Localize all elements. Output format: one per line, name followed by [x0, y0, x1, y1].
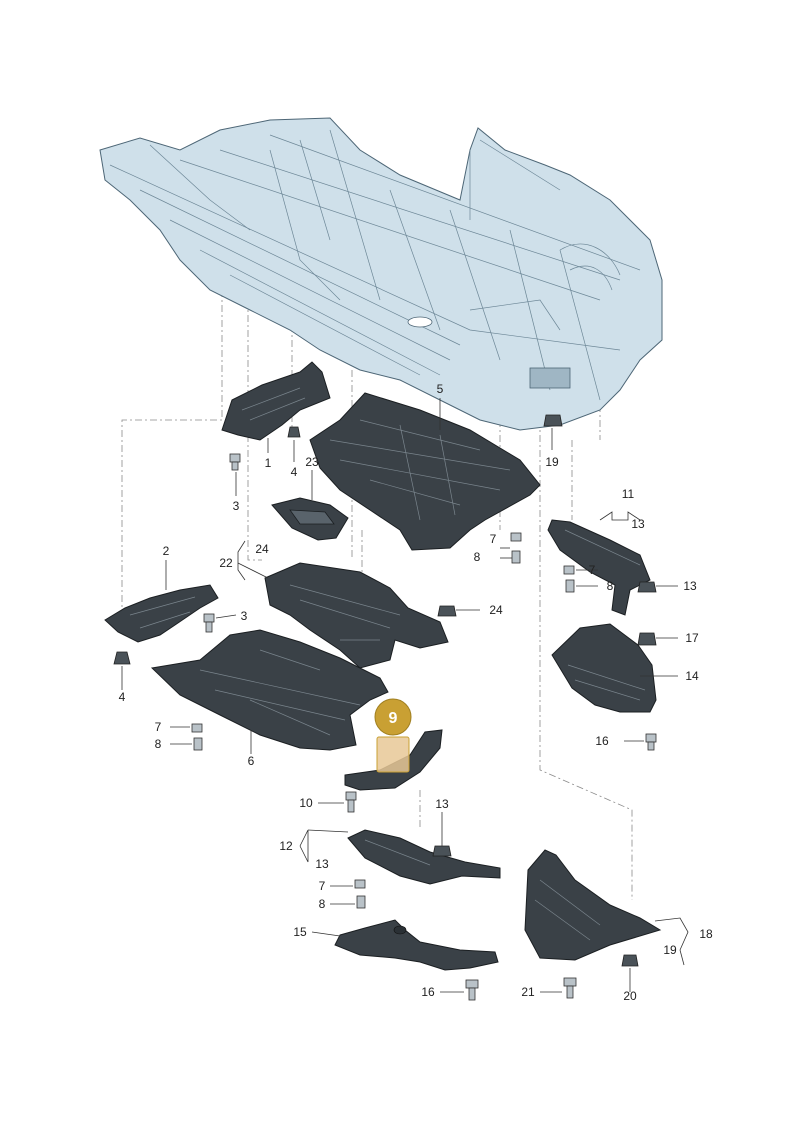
callout-16b[interactable]: 16 [421, 985, 435, 999]
part-9-badge-label: 9 [389, 710, 398, 727]
bolt-16a [645, 733, 657, 751]
clip-13a [637, 581, 657, 593]
clip-3b [203, 613, 215, 633]
part-6-front-shield[interactable] [150, 629, 389, 751]
callout-5[interactable]: 5 [437, 382, 444, 396]
part-11-side-rail[interactable] [547, 519, 651, 616]
nut-4b [113, 651, 131, 665]
callout-13b[interactable]: 13 [683, 579, 697, 593]
bolt-10 [345, 791, 357, 813]
part-9-badge[interactable]: 9 [374, 698, 412, 736]
callout-4b[interactable]: 4 [119, 690, 126, 704]
part-5-center-shield[interactable] [309, 392, 541, 551]
callout-12[interactable]: 12 [279, 839, 293, 853]
clip-17 [637, 632, 657, 646]
callout-23[interactable]: 23 [305, 455, 319, 469]
clip-3a [229, 453, 241, 471]
callout-16a[interactable]: 16 [595, 734, 609, 748]
callout-6[interactable]: 6 [248, 754, 255, 768]
part-18-rear-cover[interactable] [524, 849, 662, 961]
callout-11[interactable]: 11 [622, 487, 635, 501]
callout-7d[interactable]: 7 [319, 879, 326, 893]
callout-3b[interactable]: 3 [241, 609, 248, 623]
callout-18[interactable]: 18 [699, 927, 713, 941]
part-15-arm[interactable] [334, 919, 499, 971]
callout-4a[interactable]: 4 [291, 465, 298, 479]
callout-8d[interactable]: 8 [319, 897, 326, 911]
nut-4a [287, 426, 301, 438]
callout-13a[interactable]: 13 [631, 517, 645, 531]
part-14-rear-shield[interactable] [551, 623, 657, 713]
part-9-highlight [376, 736, 410, 773]
callout-3a[interactable]: 3 [233, 499, 240, 513]
clip-7d [354, 879, 366, 889]
callout-13c[interactable]: 13 [435, 797, 449, 811]
callout-10[interactable]: 10 [299, 796, 313, 810]
callout-19b[interactable]: 19 [663, 943, 677, 957]
part-23-cover[interactable] [271, 497, 349, 541]
bolt-8c [193, 737, 203, 751]
clip-7b [563, 565, 575, 575]
callout-21[interactable]: 21 [521, 985, 535, 999]
callout-24b[interactable]: 24 [489, 603, 503, 617]
clip-7c [191, 723, 203, 733]
bolt-16b [465, 979, 479, 1001]
part-9-bracket[interactable] [344, 729, 443, 791]
callout-7b[interactable]: 7 [589, 563, 596, 577]
callout-labels: 1 2 3 3 4 4 5 6 7 7 7 7 8 8 8 8 10 11 12… [119, 382, 713, 1003]
part-22-tunnel-shield[interactable] [264, 562, 449, 669]
callout-7c[interactable]: 7 [155, 720, 162, 734]
bolt-21 [563, 977, 577, 999]
callout-14[interactable]: 14 [685, 669, 699, 683]
callout-15[interactable]: 15 [293, 925, 307, 939]
callout-2[interactable]: 2 [163, 544, 170, 558]
vehicle-body-underside [99, 117, 663, 431]
callout-7a[interactable]: 7 [490, 532, 497, 546]
part-2-shield[interactable] [104, 584, 219, 643]
callout-24a[interactable]: 24 [255, 542, 269, 556]
callout-1[interactable]: 1 [265, 456, 272, 470]
callout-8a[interactable]: 8 [474, 550, 481, 564]
clip-24b [437, 605, 457, 617]
callout-22[interactable]: 22 [219, 556, 233, 570]
callout-20[interactable]: 20 [623, 989, 637, 1003]
callout-8c[interactable]: 8 [155, 737, 162, 751]
bolt-8d [356, 895, 366, 909]
bolt-8b [565, 579, 575, 593]
callout-13d[interactable]: 13 [315, 857, 329, 871]
nut-20 [621, 954, 639, 967]
clip-13c [432, 845, 452, 857]
leader-lines [121, 398, 689, 993]
clip-19a [543, 414, 563, 427]
clip-7a [510, 532, 522, 542]
callout-8b[interactable]: 8 [607, 579, 614, 593]
bolt-8a [511, 550, 521, 564]
callout-17[interactable]: 17 [685, 631, 699, 645]
part-1-shield[interactable] [221, 361, 331, 441]
callout-19a[interactable]: 19 [545, 455, 559, 469]
part-12-strip[interactable] [347, 829, 501, 885]
